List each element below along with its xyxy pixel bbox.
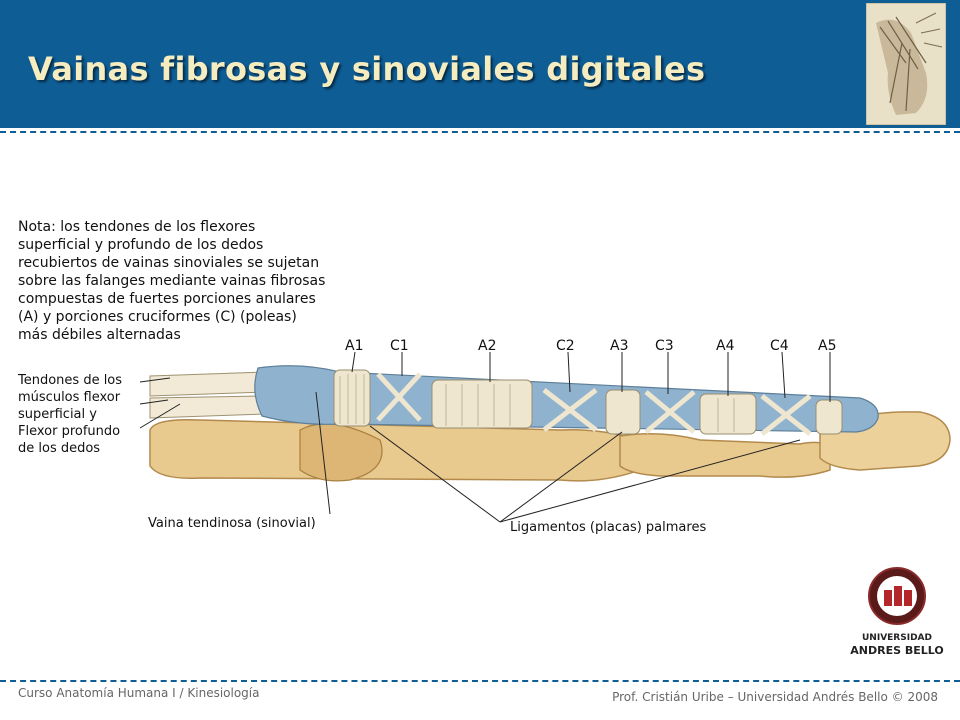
tendons-label-line: de los dedos bbox=[18, 441, 101, 456]
footer-author-text: Prof. Cristián Uribe – Universidad André… bbox=[612, 690, 938, 704]
tendons-label-line: Flexor profundo bbox=[18, 424, 121, 439]
header-divider bbox=[0, 131, 960, 133]
pulley-label-c1: C1 bbox=[390, 338, 409, 354]
pulley-label-a4: A4 bbox=[716, 338, 735, 354]
pulley-label-c3: C3 bbox=[655, 338, 674, 354]
pulley-label-a5: A5 bbox=[818, 338, 837, 354]
tendons-label-line: superficial y bbox=[18, 407, 97, 422]
university-logo: UNIVERSIDAD ANDRES BELLO bbox=[850, 562, 944, 662]
note-line: sobre las falanges mediante vainas fibro… bbox=[18, 273, 326, 289]
ligaments-label: Ligamentos (placas) palmares bbox=[510, 520, 707, 535]
tendons-label-line: músculos flexor bbox=[18, 390, 121, 405]
footer-divider bbox=[0, 680, 960, 682]
anatomy-thumbnail-image bbox=[866, 3, 946, 125]
tendons-label: Tendones de los músculos flexor superfic… bbox=[18, 372, 122, 457]
slide-header bbox=[0, 0, 960, 128]
sheath-label: Vaina tendinosa (sinovial) bbox=[148, 516, 316, 531]
slide-title: Vainas fibrosas y sinoviales digitales bbox=[28, 50, 706, 88]
pulley-label-a3: A3 bbox=[610, 338, 629, 354]
pulley-label-c4: C4 bbox=[770, 338, 789, 354]
tendons-label-line: Tendones de los bbox=[18, 373, 123, 388]
note-line: más débiles alternadas bbox=[18, 327, 181, 343]
logo-text-line1: UNIVERSIDAD bbox=[862, 633, 932, 643]
finger-tendon-illustration bbox=[139, 351, 951, 523]
footer-course-text: Curso Anatomía Humana I / Kinesiología bbox=[18, 686, 260, 700]
pulley-label-a1: A1 bbox=[345, 338, 364, 354]
logo-text-line2: ANDRES BELLO bbox=[850, 644, 943, 657]
pulley-label-c2: C2 bbox=[556, 338, 575, 354]
note-line: Nota: los tendones de los flexores bbox=[18, 219, 256, 235]
pulley-label-a2: A2 bbox=[478, 338, 497, 354]
note-line: (A) y porciones cruciformes (C) (poleas) bbox=[18, 309, 297, 325]
note-text: Nota: los tendones de los flexores super… bbox=[18, 218, 378, 344]
note-line: compuestas de fuertes porciones anulares bbox=[18, 291, 316, 307]
note-line: recubiertos de vainas sinoviales se suje… bbox=[18, 255, 320, 271]
note-line: superficial y profundo de los dedos bbox=[18, 237, 264, 253]
